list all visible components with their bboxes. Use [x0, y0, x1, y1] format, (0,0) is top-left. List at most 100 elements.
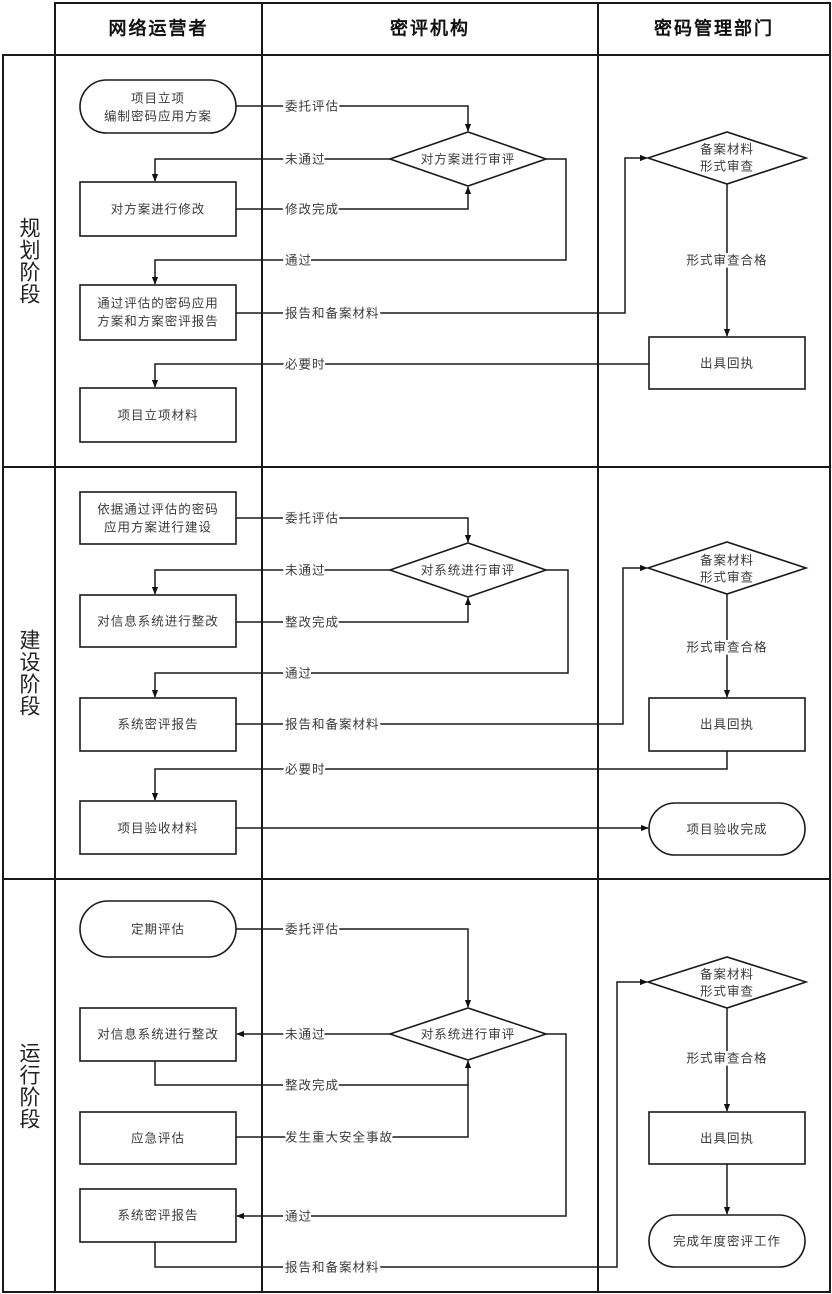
node-label: 应急评估	[131, 1131, 185, 1146]
stage-planning: 项目立项 编制密码应用方案 对方案进行审评 对方案进行修改 通过评估的密码应用 …	[79, 79, 809, 443]
edge-label-passed: 通过	[285, 666, 312, 681]
decision-system-review: 对系统进行审评	[387, 1007, 549, 1061]
node-annual-complete: 完成年度密评工作	[648, 1214, 806, 1268]
lane-header-assessor: 密评机构	[390, 18, 470, 40]
decision-label-line-2: 形式审查	[700, 984, 754, 999]
body-frame	[2, 54, 831, 1293]
stage-construction: 依据通过评估的密码 应用方案进行建设 对系统进行审评 对信息系统进行整改 系统密…	[79, 491, 809, 856]
node-label: 项目验收材料	[117, 821, 198, 836]
node-build-per-plan: 依据通过评估的密码 应用方案进行建设	[79, 491, 237, 545]
node-label: 系统密评报告	[117, 717, 198, 732]
edge-label-submit-report: 报告和备案材料	[285, 1260, 380, 1275]
edge-rectification-done	[154, 1060, 472, 1086]
edge-label-submit-report: 报告和备案材料	[285, 306, 380, 321]
stage-operation: 定期评估 对系统进行审评 对信息系统进行整改 应急评估 系统密评报告 备案材料 …	[79, 900, 809, 1277]
edge-label-check-passed: 形式审查合格	[686, 1051, 767, 1066]
node-label: 对方案进行修改	[111, 202, 206, 217]
stage-label-operation: 运行阶段	[17, 1041, 41, 1130]
node-label: 出具回执	[700, 1131, 754, 1146]
node-label: 出具回执	[700, 717, 754, 732]
node-label-line-2: 应用方案进行建设	[104, 520, 212, 535]
stage-label-planning: 规划阶段	[17, 217, 41, 305]
node-acceptance-materials: 项目验收材料	[79, 800, 237, 855]
edge-submit-report	[154, 978, 648, 1268]
edge-revision-done	[236, 186, 472, 210]
decision-label-line-1: 备案材料	[700, 967, 754, 982]
node-initiation-materials: 项目立项材料	[79, 387, 237, 443]
edge-label-revised: 修改完成	[285, 202, 339, 217]
edge-label-entrust: 委托评估	[285, 922, 339, 937]
decision-filing-check: 备案材料 形式审查	[645, 131, 809, 185]
edge-label-submit-report: 报告和备案材料	[285, 717, 380, 732]
edge-review-failed	[151, 569, 390, 595]
edge-label-if-needed: 必要时	[285, 762, 326, 777]
node-label-line-1: 通过评估的密码应用	[97, 296, 219, 311]
node-issue-receipt: 出具回执	[648, 697, 806, 752]
decision-plan-review: 对方案进行审评	[387, 131, 549, 187]
edge-label-entrust: 委托评估	[285, 99, 339, 114]
node-acceptance-complete: 项目验收完成	[648, 802, 806, 856]
edge-review-failed	[151, 158, 390, 182]
node-periodic-assessment: 定期评估	[79, 900, 237, 958]
edge-label-failed: 未通过	[285, 1027, 326, 1042]
node-rectify-system: 对信息系统进行整改	[79, 594, 237, 648]
edge-submit-report	[236, 154, 648, 314]
node-revise-plan: 对方案进行修改	[79, 181, 237, 237]
node-label: 项目验收完成	[686, 822, 767, 837]
lane-header-operator: 网络运营者	[109, 18, 209, 40]
node-system-report: 系统密评报告	[79, 1188, 237, 1243]
node-emergency-assessment: 应急评估	[79, 1111, 237, 1165]
edge-if-needed	[151, 363, 649, 388]
node-system-report: 系统密评报告	[79, 697, 237, 752]
decision-label: 对系统进行审评	[421, 563, 516, 578]
node-approved-plan-report: 通过评估的密码应用 方案和方案密评报告	[79, 284, 237, 341]
node-label: 定期评估	[131, 922, 185, 937]
node-label: 对信息系统进行整改	[97, 1027, 219, 1042]
decision-label-line-2: 形式审查	[700, 570, 754, 585]
node-issue-receipt: 出具回执	[648, 1111, 806, 1165]
decision-label-line-1: 备案材料	[700, 553, 754, 568]
edge-label-passed: 通过	[285, 253, 312, 268]
edge-major-incident	[236, 1085, 469, 1138]
edge-label-failed: 未通过	[285, 563, 326, 578]
edge-label-entrust: 委托评估	[285, 511, 339, 526]
stage-label-construction: 建设阶段	[17, 629, 41, 717]
edge-entrust-assessment	[236, 928, 472, 1008]
node-label-line-1: 项目立项	[131, 91, 185, 106]
decision-filing-check: 备案材料 形式审查	[645, 541, 809, 595]
node-label-line-1: 依据通过评估的密码	[97, 502, 219, 517]
edge-label-rectified: 整改完成	[285, 615, 339, 630]
node-label: 项目立项材料	[117, 408, 198, 423]
decision-label-line-1: 备案材料	[700, 142, 754, 157]
node-label: 对信息系统进行整改	[97, 614, 219, 629]
node-label-line-2: 方案和方案密评报告	[97, 314, 219, 329]
edge-label-passed: 通过	[285, 1209, 312, 1224]
edge-review-passed	[236, 1033, 567, 1220]
edge-label-check-passed: 形式审查合格	[686, 253, 767, 268]
node-label: 系统密评报告	[117, 1208, 198, 1223]
node-project-initiation: 项目立项 编制密码应用方案	[79, 79, 237, 134]
edge-label-if-needed: 必要时	[285, 357, 326, 372]
decision-system-review: 对系统进行审评	[387, 542, 549, 598]
edge-label-failed: 未通过	[285, 152, 326, 167]
lane-header-authority: 密码管理部门	[654, 18, 774, 40]
node-label: 完成年度密评工作	[673, 1234, 781, 1249]
edge-label-check-passed: 形式审查合格	[686, 640, 767, 655]
node-rectify-system: 对信息系统进行整改	[79, 1007, 237, 1062]
edge-label-rectified: 整改完成	[285, 1078, 339, 1093]
edge-review-passed	[151, 569, 569, 698]
decision-label: 对系统进行审评	[421, 1027, 516, 1042]
edge-rectification-done	[236, 597, 472, 623]
edge-entrust-assessment	[236, 517, 472, 543]
decision-filing-check: 备案材料 形式审查	[645, 956, 809, 1009]
edge-entrust-assessment	[236, 105, 472, 132]
edge-if-needed	[151, 751, 728, 801]
node-issue-receipt: 出具回执	[648, 336, 806, 390]
edge-review-passed	[151, 158, 567, 285]
node-label: 出具回执	[700, 356, 754, 371]
decision-label: 对方案进行审评	[421, 152, 516, 167]
decision-label-line-2: 形式审查	[700, 159, 754, 174]
